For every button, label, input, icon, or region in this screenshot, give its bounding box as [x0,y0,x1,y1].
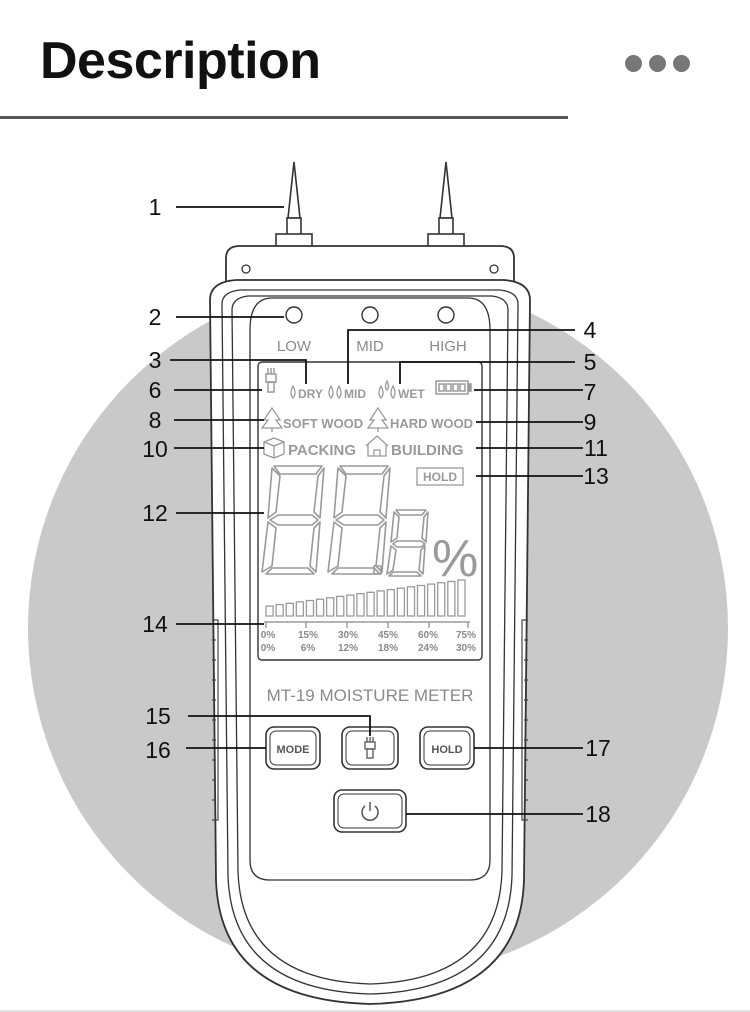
model-name: MT-19 MOISTURE METER [267,686,474,705]
bar-segment [437,582,446,617]
tree-icons [260,406,390,432]
more-dots-icon[interactable] [625,55,691,73]
callout-14: 14 [142,611,168,637]
bar-segment [447,580,456,617]
probe-pins [275,161,465,251]
scale-top-0: 0% [261,630,276,641]
package-icon [263,437,285,459]
scale-bottom-2: 12% [338,643,358,654]
bar-segment [295,601,305,617]
scale-top-2: 30% [338,630,358,641]
bar-segment [426,583,436,617]
lcd-level-dry: DRY [298,387,323,401]
lcd-level-wet: WET [398,387,425,401]
callout-18: 18 [585,801,611,827]
lcd-scale [264,621,470,628]
bar-segment [315,598,325,617]
callout-15: 15 [145,703,171,729]
lcd-hold: HOLD [423,470,457,484]
lcd-building: BUILDING [391,442,464,459]
callout-10: 10 [142,436,168,462]
lcd-hard-wood: HARD WOOD [390,416,473,431]
bar-segment [285,602,294,617]
bar-segment [325,597,335,617]
hold-button[interactable]: HOLD [419,726,475,770]
callout-13: 13 [583,463,609,489]
scale-bottom-4: 24% [418,643,438,654]
lcd-soft-wood: SOFT WOOD [283,416,363,431]
house-icon [365,435,389,457]
scale-top-4: 60% [418,630,438,641]
callout-9: 9 [584,409,597,435]
scale-top-3: 45% [378,630,398,641]
callout-3: 3 [149,347,162,373]
scale-top-1: 15% [298,630,318,641]
led-label-low: LOW [277,338,312,355]
lcd-screen [257,361,483,661]
callout-lines [170,206,583,815]
power-button[interactable] [333,789,407,833]
callout-17: 17 [585,735,611,761]
bar-segment [275,603,284,617]
page-title: Description [40,32,321,90]
drop-icons [290,379,396,399]
bar-segment [376,590,385,617]
hold-button-label: HOLD [431,744,462,756]
callout-5: 5 [584,349,597,375]
probe-button[interactable] [341,726,399,770]
callout-8: 8 [149,407,162,433]
callout-1: 1 [149,194,162,220]
probe-icon [364,737,376,759]
lcd-digits [261,465,429,577]
mode-button[interactable]: MODE [265,726,321,770]
bar-segment [457,579,466,617]
bar-segment [386,588,395,617]
lcd-packing: PACKING [288,442,356,459]
callout-7: 7 [584,379,597,405]
lcd-percent: % [432,530,478,588]
bar-segment [336,595,345,617]
callout-12: 12 [142,500,168,526]
bar-segment [396,587,406,617]
title-divider [0,116,568,119]
scale-labels-top: 0% 15% 30% 45% 60% 75% [261,630,476,641]
callout-16: 16 [145,737,171,763]
lcd-level-mid: MID [344,387,366,401]
callout-11: 11 [584,435,608,461]
callout-6: 6 [149,377,162,403]
bar-segment [416,584,426,617]
bar-segment [305,599,315,617]
side-grips [212,619,528,821]
bar-segment [346,594,355,617]
power-icon [361,802,379,821]
indicator-leds [285,306,455,324]
battery-icon [435,380,472,395]
led-label-mid: MID [356,338,384,355]
scale-bottom-1: 6% [301,643,316,654]
scale-bottom-0: 0% [261,643,276,654]
scale-labels-bottom: 0% 6% 12% 18% 24% 30% [261,643,476,654]
mode-button-label: MODE [277,744,310,756]
bar-segment [406,586,416,617]
lcd-probe-icon [265,368,277,393]
callout-2: 2 [149,304,162,330]
lcd-bar-graph [265,579,466,617]
scale-bottom-5: 30% [456,643,476,654]
led-label-high: HIGH [429,338,467,355]
bottom-divider [0,1010,750,1012]
callout-4: 4 [584,317,597,343]
scale-top-5: 75% [456,630,476,641]
scale-bottom-3: 18% [378,643,398,654]
bar-segment [265,605,274,617]
callout-numbers: 1 2 3 4 5 6 7 8 9 10 11 12 13 14 15 16 1… [142,194,611,827]
bar-segment [356,593,365,617]
bar-segment [366,591,375,617]
